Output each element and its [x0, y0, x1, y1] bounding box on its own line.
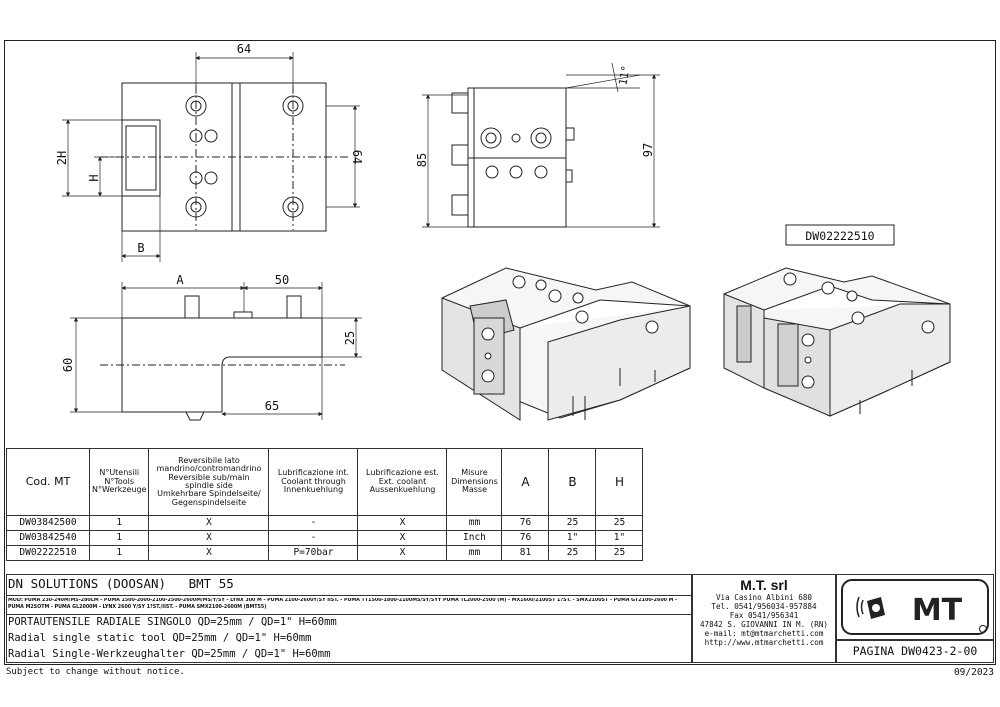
isometric-view-1	[441, 267, 691, 421]
company-info: M.T. srl Via Casino Albini 680 Tel. 0541…	[692, 574, 836, 663]
header-b: B	[548, 448, 597, 516]
dim-50: 50	[275, 273, 289, 287]
header-cod: Cod. MT	[6, 448, 90, 516]
dim-h: H	[87, 174, 101, 181]
dim-97: 97	[641, 143, 655, 157]
dim-64-right: 64	[350, 150, 364, 164]
page-number: PAGINA DW0423-2-00	[836, 640, 994, 663]
company-address: Via Casino Albini 680 Tel. 0541/956034-9…	[699, 593, 828, 647]
header-coolant-ext: Lubrificazione est. Ext. coolant Aussenk…	[357, 448, 448, 516]
header-tools: N°Utensili N°Tools N°Werkzeuge	[88, 448, 150, 516]
part-code-box: DW02222510	[805, 229, 874, 243]
disclaimer-note: Subject to change without notice.	[6, 667, 185, 677]
drawing-frame	[4, 40, 996, 665]
bottom-view	[70, 282, 362, 421]
logo-text: MT	[912, 593, 963, 628]
models-list: MOD: PUMA 230-240M/MS-280LM - PUMA 1500-…	[8, 598, 678, 610]
mt-logo-icon: MT	[841, 579, 989, 635]
dim-a: A	[176, 273, 184, 287]
header-coolant-int: Lubrificazione int. Coolant through Inne…	[268, 448, 359, 516]
dim-65: 65	[265, 399, 279, 413]
dim-64-top: 64	[237, 42, 251, 56]
table-header-row: Cod. MT N°Utensili N°Tools N°Werkzeuge R…	[6, 448, 644, 516]
dim-2h: 2H	[55, 151, 69, 165]
header-h: H	[595, 448, 644, 516]
dim-25: 25	[343, 331, 357, 345]
revision-date: 09/2023	[953, 667, 994, 678]
logo-box: MT	[836, 574, 994, 640]
dim-85: 85	[415, 153, 429, 167]
company-name: M.T. srl	[740, 577, 788, 593]
description-de: Radial Single-Werkzeughalter QD=25mm / Q…	[8, 648, 331, 660]
header-dimensions: Misure Dimensions Masse	[446, 448, 503, 516]
description-en: Radial single static tool QD=25mm / QD=1…	[8, 632, 312, 644]
description-it: PORTAUTENSILE RADIALE SINGOLO QD=25mm / …	[8, 616, 337, 628]
header-a: A	[501, 448, 550, 516]
isometric-view-2	[723, 267, 951, 417]
machine-title: DN SOLUTIONS (DOOSAN) BMT 55	[8, 576, 234, 591]
side-view	[422, 62, 660, 228]
dim-60: 60	[61, 358, 75, 372]
front-view	[62, 52, 360, 262]
dim-b: B	[137, 241, 144, 255]
spec-table: Cod. MT N°Utensili N°Tools N°Werkzeuge R…	[6, 448, 644, 561]
dim-11-deg: 11°	[616, 64, 632, 86]
header-reversible: Reversibile lato mandrino/contromandrino…	[148, 448, 270, 516]
title-block: DN SOLUTIONS (DOOSAN) BMT 55 MOD: PUMA 2…	[6, 574, 994, 663]
